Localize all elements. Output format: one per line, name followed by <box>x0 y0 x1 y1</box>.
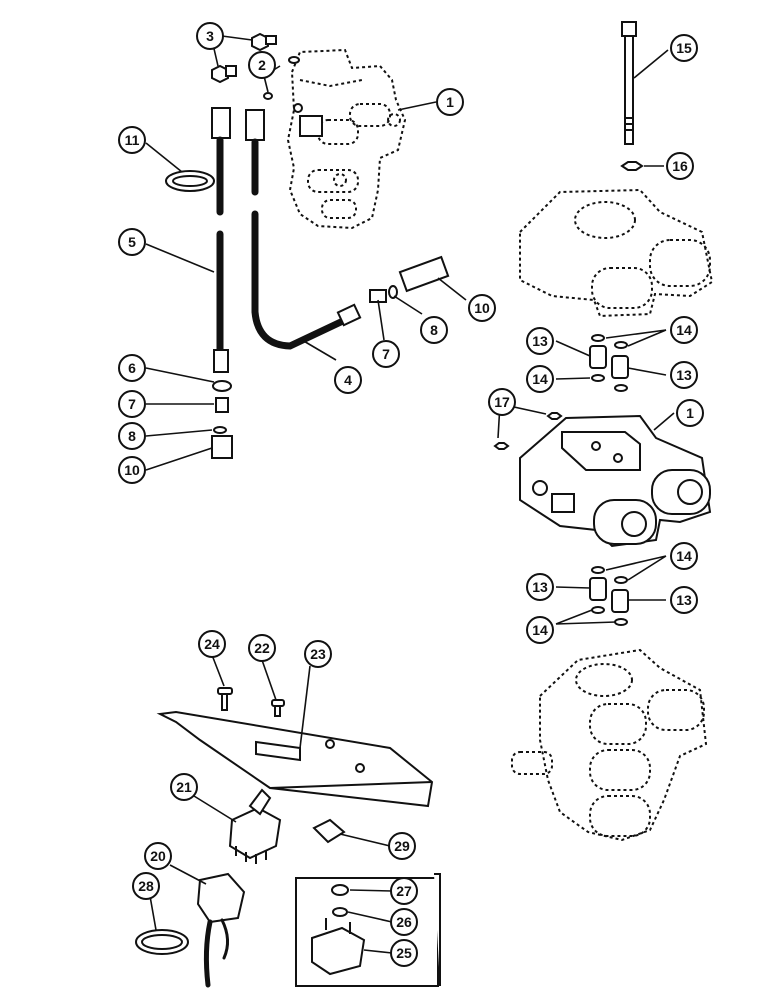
callout-21-text: 21 <box>176 779 192 795</box>
screws <box>217 687 285 717</box>
callout-13-d: 13 <box>670 586 698 614</box>
callout-14-c: 14 <box>670 542 698 570</box>
callout-10-right-text: 10 <box>474 300 490 316</box>
leader-lines <box>145 35 675 954</box>
hose-4 <box>245 109 362 350</box>
callout-25-text: 25 <box>396 945 412 961</box>
callout-23-text: 23 <box>310 646 326 662</box>
callout-20: 20 <box>144 842 172 870</box>
callout-10-left: 10 <box>118 456 146 484</box>
callout-10-left-text: 10 <box>124 462 140 478</box>
callout-4-text: 4 <box>344 372 352 388</box>
callout-16: 16 <box>666 152 694 180</box>
callout-29: 29 <box>388 832 416 860</box>
callout-17: 17 <box>488 388 516 416</box>
callout-8-left-text: 8 <box>128 428 136 444</box>
callout-17-text: 17 <box>494 394 510 410</box>
retainer-clip <box>312 818 346 844</box>
callout-23: 23 <box>304 640 332 668</box>
callout-4: 4 <box>334 366 362 394</box>
callout-27: 27 <box>390 877 418 905</box>
mounting-plate <box>156 710 434 808</box>
callout-5-text: 5 <box>128 234 136 250</box>
callout-26-text: 26 <box>396 914 412 930</box>
tie-bolt <box>621 21 637 145</box>
callout-24: 24 <box>198 630 226 658</box>
control-valve-phantom-top <box>286 48 407 230</box>
callout-15-text: 15 <box>676 40 692 56</box>
callout-13-a-text: 13 <box>532 333 548 349</box>
tie-bolt-nut <box>620 161 644 171</box>
valve-section-solid <box>519 414 712 548</box>
callout-14-d: 14 <box>526 616 554 644</box>
callout-1-mid-text: 1 <box>686 405 694 421</box>
valve-section-phantom-lower <box>511 648 708 842</box>
callout-24-text: 24 <box>204 636 220 652</box>
callout-15: 15 <box>670 34 698 62</box>
callout-22: 22 <box>248 634 276 662</box>
callout-28: 28 <box>132 872 160 900</box>
adapter-fittings-right <box>369 255 450 303</box>
callout-28-text: 28 <box>138 878 154 894</box>
hose-clip <box>165 170 215 192</box>
callout-3-text: 3 <box>206 28 214 44</box>
callout-14-a-text: 14 <box>676 322 692 338</box>
callout-20-text: 20 <box>150 848 166 864</box>
callout-2-text: 2 <box>258 57 266 73</box>
callout-14-c-text: 14 <box>676 548 692 564</box>
callout-27-text: 27 <box>396 883 412 899</box>
callout-14-d-text: 14 <box>532 622 548 638</box>
callout-13-b: 13 <box>670 361 698 389</box>
callout-7-right-text: 7 <box>382 346 390 362</box>
callout-6: 6 <box>118 354 146 382</box>
callout-8-right: 8 <box>420 316 448 344</box>
callout-25: 25 <box>390 939 418 967</box>
wire-tie <box>135 929 189 955</box>
toggle-switch <box>228 788 282 864</box>
callout-16-text: 16 <box>672 158 688 174</box>
callout-13-a: 13 <box>526 327 554 355</box>
small-nuts <box>493 412 563 450</box>
check-poppets-lower <box>589 566 629 626</box>
callout-1-top: 1 <box>436 88 464 116</box>
hose-5 <box>211 107 231 373</box>
callout-11-text: 11 <box>125 132 140 148</box>
callout-22-text: 22 <box>254 640 270 656</box>
o-rings <box>263 56 300 100</box>
adapter-fittings-left <box>211 380 233 459</box>
callout-2: 2 <box>248 51 276 79</box>
callout-29-text: 29 <box>394 838 410 854</box>
connector-harness <box>196 872 246 988</box>
callout-14-b: 14 <box>526 365 554 393</box>
callout-13-c: 13 <box>526 573 554 601</box>
callout-26: 26 <box>390 908 418 936</box>
callout-14-a: 14 <box>670 316 698 344</box>
check-poppets-upper <box>589 334 629 392</box>
callout-8-left: 8 <box>118 422 146 450</box>
callout-8-right-text: 8 <box>430 322 438 338</box>
callout-6-text: 6 <box>128 360 136 376</box>
callout-10-right: 10 <box>468 294 496 322</box>
callout-7-left-text: 7 <box>128 396 136 412</box>
callout-13-c-text: 13 <box>532 579 548 595</box>
callout-5: 5 <box>118 228 146 256</box>
valve-section-phantom-upper <box>519 188 714 318</box>
elbow-fittings <box>211 32 277 84</box>
callout-13-d-text: 13 <box>676 592 692 608</box>
callout-21: 21 <box>170 773 198 801</box>
callout-3: 3 <box>196 22 224 50</box>
callout-14-b-text: 14 <box>532 371 548 387</box>
callout-1-top-text: 1 <box>446 94 454 110</box>
callout-7-right: 7 <box>372 340 400 368</box>
callout-11: 11 <box>118 126 146 154</box>
callout-1-mid: 1 <box>676 399 704 427</box>
callout-7-left: 7 <box>118 390 146 418</box>
callout-13-b-text: 13 <box>676 367 692 383</box>
